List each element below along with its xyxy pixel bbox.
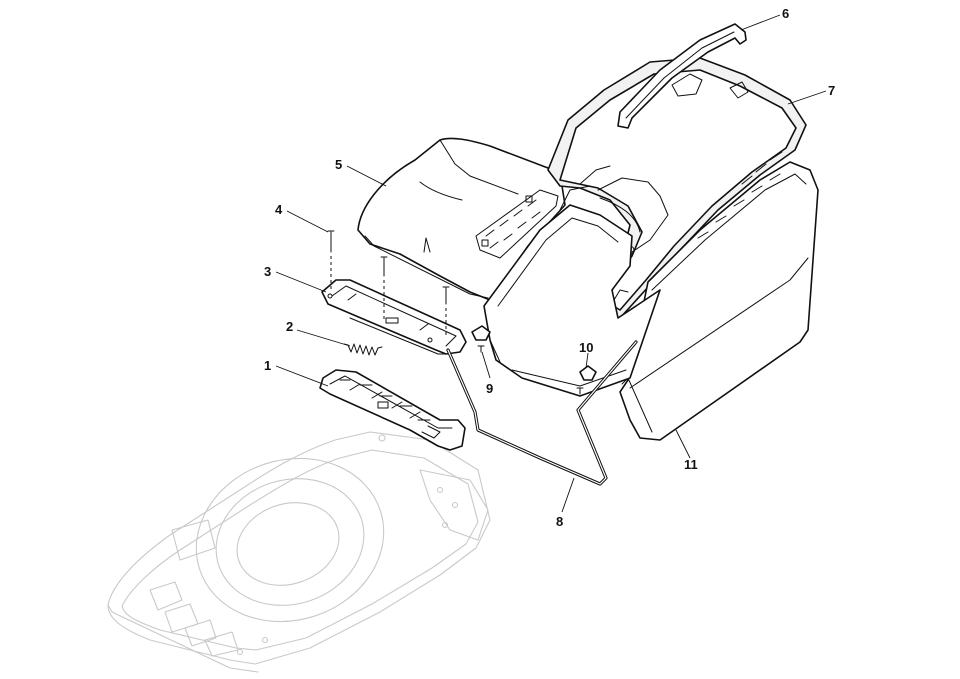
part-5-rear-cover (357, 137, 566, 301)
leader-9 (481, 351, 491, 379)
mower-deck-ghost (107, 431, 491, 673)
leader-6 (740, 14, 781, 31)
callout-7: 7 (828, 83, 835, 98)
part-1-flap-base (319, 369, 466, 451)
part-8-frame-rod (446, 340, 638, 486)
callout-5: 5 (335, 157, 342, 172)
callout-2: 2 (286, 319, 293, 334)
part-11-bag-body (619, 161, 819, 441)
leader-10 (585, 352, 589, 369)
part-3-flap (321, 279, 467, 355)
bag-base-tray (483, 185, 661, 397)
part-4-screws (327, 230, 450, 335)
leader-3 (275, 271, 327, 293)
callout-11: 11 (684, 457, 698, 472)
leader-lines (275, 14, 827, 513)
leader-8 (561, 477, 575, 513)
leader-11 (675, 429, 691, 459)
callout-8: 8 (556, 514, 563, 529)
part-10-clip (576, 365, 597, 395)
callout-1: 1 (264, 358, 271, 373)
leader-5 (346, 165, 387, 187)
callout-3: 3 (264, 264, 271, 279)
callout-labels: 1 2 3 4 5 6 7 8 9 10 11 (264, 6, 835, 529)
callout-10: 10 (579, 340, 593, 355)
callout-4: 4 (275, 202, 283, 217)
part-6-handle (617, 23, 747, 129)
callout-9: 9 (486, 381, 493, 396)
callout-6: 6 (782, 6, 789, 21)
leader-1 (275, 365, 329, 387)
leader-7 (787, 90, 827, 105)
leader-4 (286, 210, 329, 233)
leader-2 (296, 329, 351, 347)
part-9-clip (471, 325, 491, 353)
